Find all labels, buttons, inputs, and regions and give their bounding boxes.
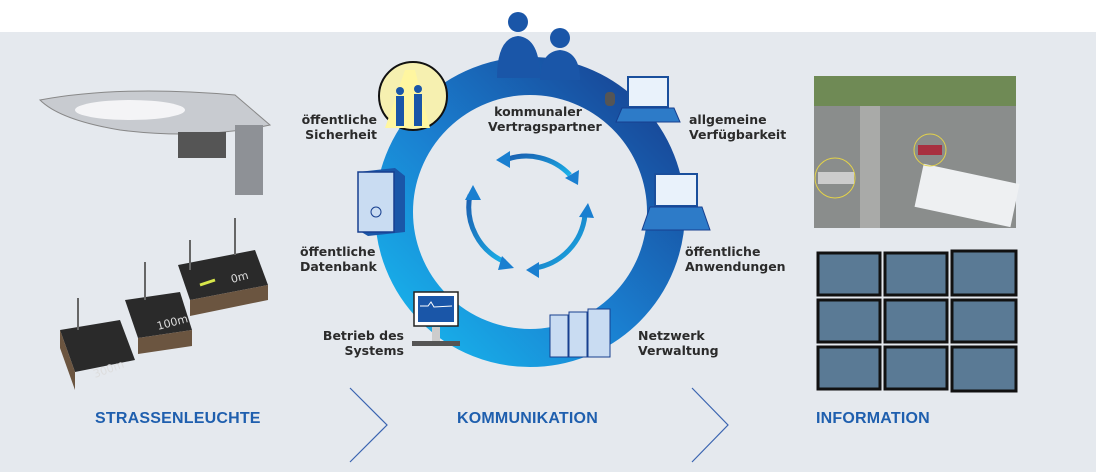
section-title-kommunikation: KOMMUNIKATION <box>457 410 598 427</box>
label-line: öffentliche <box>301 112 377 127</box>
server-rack-icon <box>549 308 611 358</box>
label-line: öffentliche <box>300 244 376 259</box>
label-line: kommunaler <box>494 104 582 119</box>
cycle-arrows-icon <box>466 153 588 271</box>
label-line: allgemeine <box>689 112 767 127</box>
label-line: Netzwerk <box>638 328 705 343</box>
label-line: Betrieb des <box>322 328 404 343</box>
arrow-heads <box>465 151 594 278</box>
label-line: Datenbank <box>300 259 377 274</box>
label-line: Anwendungen <box>685 259 786 274</box>
label-line: öffentliche <box>685 244 761 259</box>
server-tower-icon <box>357 168 405 236</box>
traffic-intersection-photo <box>814 76 1020 228</box>
video-wall-photo <box>816 249 1018 393</box>
laptop-icon <box>605 76 681 123</box>
label-line: Vertragspartner <box>488 119 602 134</box>
label-line: Verfügbarkeit <box>689 127 787 142</box>
chevron-divider <box>349 387 388 463</box>
laptop-icon <box>641 173 711 231</box>
people-icon <box>497 12 580 80</box>
section-title-information: INFORMATION <box>816 410 930 427</box>
street-lamp-image <box>38 90 272 195</box>
label-line: Verwaltung <box>638 343 719 358</box>
marker-0m: 0m <box>229 269 249 286</box>
label-line: Systems <box>344 343 404 358</box>
section-title-strassenleuchte: STRASSENLEUCHTE <box>95 410 261 427</box>
label-line: Sicherheit <box>305 127 377 142</box>
chevron-divider <box>691 387 729 463</box>
security-lamp-icon <box>378 61 448 131</box>
monitor-icon <box>412 291 460 346</box>
road-segments-image <box>60 218 268 390</box>
